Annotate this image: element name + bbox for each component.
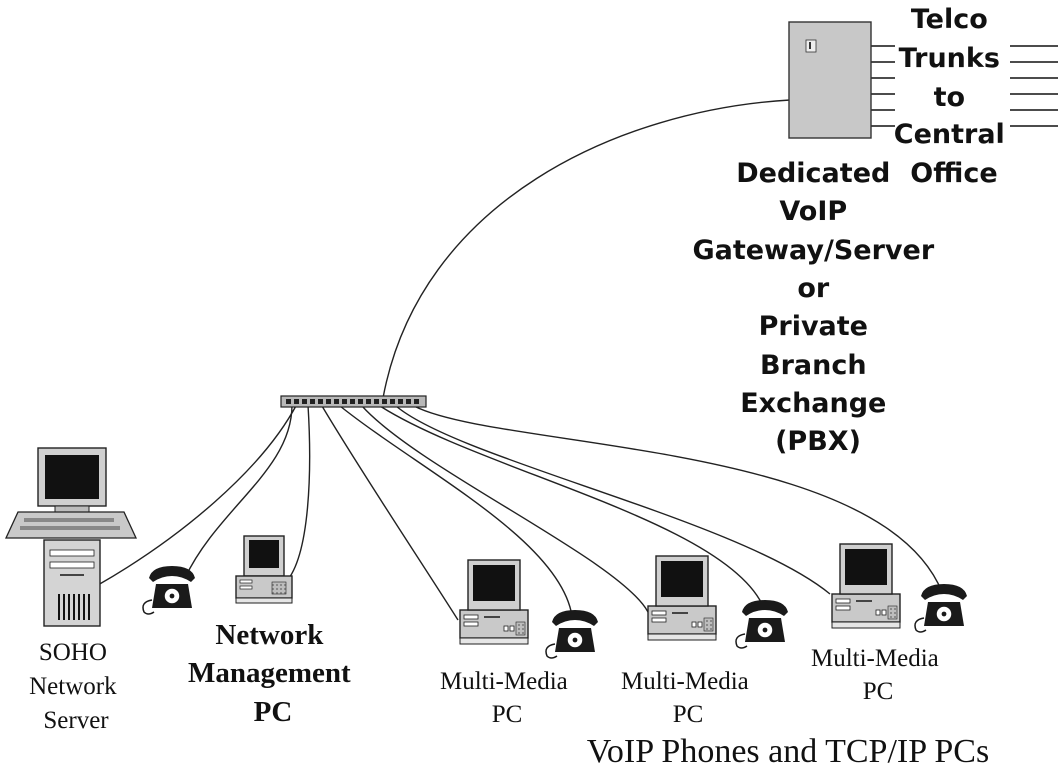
voip-phones-footer: VoIP Phones and TCP/IP PCs [587, 733, 989, 770]
cable-switch-to-phone-2 [339, 405, 573, 617]
voip-phone-3 [735, 599, 789, 649]
soho-server-label: SOHO Network Server [29, 639, 123, 734]
cable-switch-to-soho-server [97, 403, 298, 586]
cable-switch-to-mm-pc-3 [395, 405, 831, 595]
cable-switch-to-phone-1 [184, 404, 293, 579]
cable-switch-to-mm-pc-1 [321, 405, 459, 621]
pbx-gateway-cabinet [788, 21, 872, 139]
multimedia-pc-3 [831, 543, 901, 629]
multimedia-pc-1-label: Multi-Media PC [440, 668, 574, 728]
multimedia-pc-2-label: Multi-Media PC [621, 668, 755, 728]
cable-switch-to-mm-pc-2 [361, 405, 649, 613]
soho-server-workstation [4, 447, 138, 627]
multimedia-pc-3-label: Multi-Media PC [811, 645, 945, 705]
multimedia-pc-2 [647, 555, 717, 641]
network-management-pc [235, 535, 293, 604]
voip-phone-2 [545, 609, 599, 659]
network-management-label: Network Management PC [188, 619, 358, 728]
cable-switch-to-phone-3 [379, 405, 763, 605]
cable-switch-to-phone-4 [413, 405, 943, 593]
voip-phone-4 [914, 583, 968, 633]
network-switch [280, 395, 427, 408]
telco-trunks-label: Telco Trunks to Central Office [894, 4, 1014, 189]
multimedia-pc-1 [459, 559, 529, 645]
gateway-pbx-label: Dedicated VoIP Gateway/Server or Private… [692, 158, 943, 457]
voip-phone-1 [142, 565, 196, 615]
cable-switch-to-netmgmt-pc [285, 404, 311, 583]
trunk-lines [871, 45, 1058, 127]
cables [97, 99, 943, 621]
cable-switch-to-gateway [382, 99, 791, 399]
